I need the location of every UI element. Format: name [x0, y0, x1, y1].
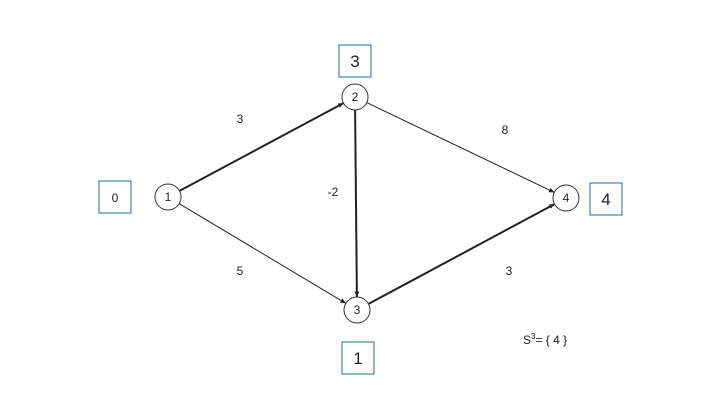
- distance-value-node-4: 4: [601, 190, 610, 209]
- distance-value-node-1: 0: [112, 191, 119, 205]
- distance-box-node-1: 0: [98, 180, 132, 214]
- edge-weight-3-4: 3: [506, 264, 513, 278]
- node-1-label: 1: [165, 190, 172, 204]
- node-1: 1: [154, 183, 182, 211]
- edge-weight-1-3: 5: [237, 264, 244, 278]
- edge-1-2: [179, 102, 344, 192]
- edge-3-4: [368, 203, 555, 305]
- distance-box-node-4: 4: [589, 182, 623, 216]
- distance-boxes-layer: 0 3 1 4: [98, 44, 623, 375]
- edge-weight-2-4: 8: [502, 123, 509, 137]
- node-2: 2: [341, 83, 369, 111]
- distance-value-node-3: 1: [353, 349, 362, 368]
- edges-layer: [178, 102, 555, 305]
- edge-weights-layer: 3 5 -2 8 3: [237, 112, 513, 278]
- distance-value-node-2: 3: [350, 52, 359, 71]
- set-label-rest: = { 4 }: [535, 333, 567, 347]
- node-4: 4: [552, 184, 580, 212]
- edge-2-4: [366, 102, 555, 193]
- distance-box-node-2: 3: [338, 44, 372, 78]
- node-4-label: 4: [563, 191, 570, 205]
- node-2-label: 2: [352, 90, 359, 104]
- set-label: S3= { 4 }: [523, 332, 567, 347]
- distance-box-node-3: 1: [341, 341, 375, 375]
- nodes-layer: 1 2 3 4: [154, 83, 580, 324]
- edge-1-3: [178, 203, 347, 304]
- set-label-superscript: 3: [531, 332, 536, 341]
- set-label-prefix: S: [523, 333, 531, 347]
- edge-2-3: [354, 109, 360, 298]
- node-3-label: 3: [354, 303, 361, 317]
- edge-weight-1-2: 3: [237, 112, 244, 126]
- node-3: 3: [343, 296, 371, 324]
- edge-weight-2-3: -2: [328, 185, 339, 199]
